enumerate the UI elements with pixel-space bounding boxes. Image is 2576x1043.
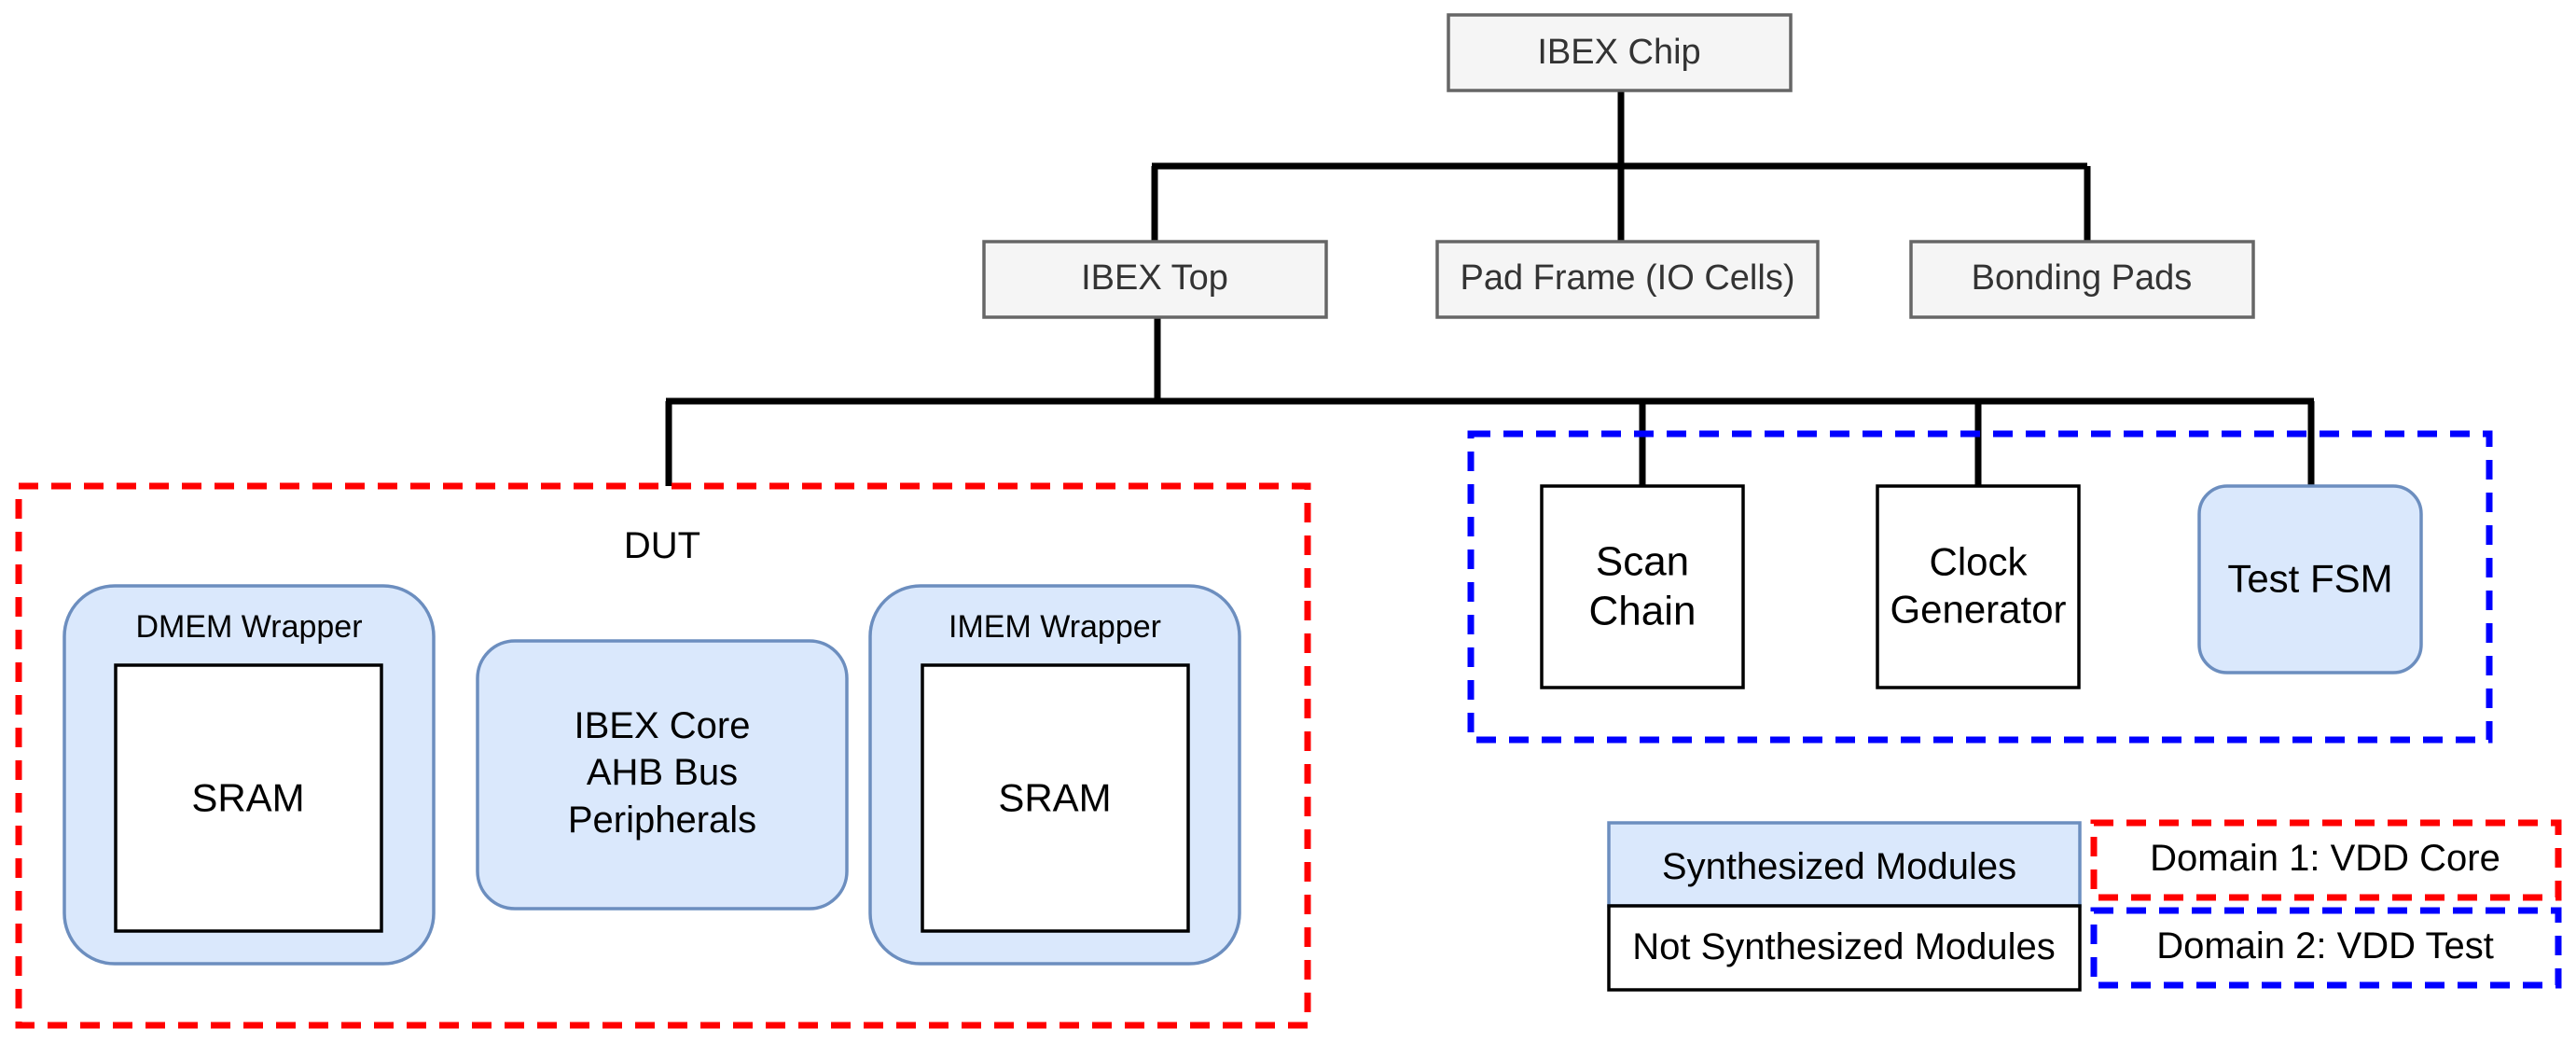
dmem-wrapper: DMEM Wrapper SRAM: [62, 584, 436, 966]
imem-wrapper-label: IMEM Wrapper: [949, 609, 1161, 645]
chip-node: IBEX Chip: [1447, 13, 1793, 92]
imem-wrapper: IMEM Wrapper SRAM: [868, 584, 1241, 966]
core-line-1: IBEX Core: [575, 705, 751, 746]
core-line-2: AHB Bus: [587, 752, 738, 793]
scan-chain-line-2: Chain: [1589, 589, 1697, 634]
top-node: IBEX Top: [982, 240, 1328, 319]
top-label: IBEX Top: [1081, 258, 1228, 298]
dut-title: DUT: [624, 525, 700, 566]
test-domain-border: [1467, 430, 2493, 744]
core-line-3: Peripherals: [568, 800, 756, 841]
clock-gen-line-1: Clock: [1929, 540, 2028, 584]
legend-synthesized-label: Synthesized Modules: [1662, 846, 2016, 887]
legend-domain1: Domain 1: VDD Core: [2090, 819, 2562, 901]
pad-frame-label: Pad Frame (IO Cells): [1461, 258, 1795, 298]
scan-chain-block: Scan Chain: [1540, 484, 1745, 689]
imem-sram-box: [921, 663, 1190, 933]
chip-label: IBEX Chip: [1537, 33, 1700, 72]
test-fsm-label: Test FSM: [2227, 557, 2392, 601]
dmem-wrapper-label: DMEM Wrapper: [135, 609, 362, 645]
dut-domain: DUT DMEM Wrapper SRAM IBEX Core AHB Bus …: [15, 482, 1311, 1029]
legend-synthesized: Synthesized Modules: [1607, 821, 2082, 908]
test-domain: Scan Chain Clock Generator Test FSM: [1467, 430, 2493, 744]
legend-not-synthesized: Not Synthesized Modules: [1607, 904, 2082, 992]
clock-generator-block: Clock Generator: [1876, 484, 2081, 689]
connector-wires: [665, 90, 2315, 486]
legend-domain2: Domain 2: VDD Test: [2090, 907, 2562, 989]
dmem-sram-label: SRAM: [191, 776, 304, 820]
imem-sram-label: SRAM: [998, 776, 1111, 820]
scan-chain-line-1: Scan: [1596, 539, 1689, 585]
dmem-sram-box: [114, 663, 383, 933]
legend: Synthesized Modules Not Synthesized Modu…: [1607, 819, 2562, 992]
pad-frame-node: Pad Frame (IO Cells): [1435, 240, 1820, 319]
legend-not-synthesized-label: Not Synthesized Modules: [1632, 926, 2056, 967]
test-fsm-block: Test FSM: [2197, 484, 2423, 674]
legend-domain1-label: Domain 1: VDD Core: [2150, 838, 2500, 879]
clock-gen-line-2: Generator: [1890, 588, 2066, 632]
bonding-pads-node: Bonding Pads: [1909, 240, 2255, 319]
ibex-core-block: IBEX Core AHB Bus Peripherals: [476, 639, 849, 911]
legend-domain2-label: Domain 2: VDD Test: [2156, 925, 2494, 967]
bonding-pads-label: Bonding Pads: [1972, 258, 2193, 298]
